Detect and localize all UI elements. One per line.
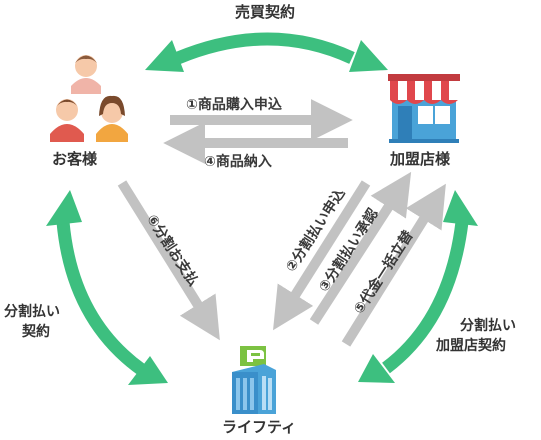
sales-contract-arrow xyxy=(145,32,388,72)
lifety-label: ライフティ xyxy=(222,418,297,436)
customer-icon xyxy=(50,55,128,142)
installment-contract-line-2: 契約 xyxy=(22,324,50,340)
flow-label-1: ①商品購入申込 xyxy=(186,97,282,113)
store-label: 加盟店様 xyxy=(390,150,451,168)
lifety-icon xyxy=(232,346,276,414)
installment-contract-label: 分割払い 契約 xyxy=(4,302,60,342)
customer-label: お客様 xyxy=(52,150,98,168)
flow-label-5-wrap: ⑤代金一括立替 xyxy=(318,228,448,317)
flow-arrow-2 xyxy=(273,180,371,331)
installment-contract-arrow xyxy=(46,190,168,385)
merchant-contract-line-2: 加盟店契約 xyxy=(436,338,506,354)
installment-contract-line-1: 分割払い xyxy=(4,304,60,320)
flow-arrow-6 xyxy=(117,180,220,341)
flow-arrow-5 xyxy=(341,183,446,347)
store-icon xyxy=(388,74,460,143)
flow-label-6-wrap: ⑥分割お支払 xyxy=(108,212,238,289)
flow-arrow-3 xyxy=(309,171,412,325)
sales-contract-label: 売買契約 xyxy=(235,3,296,21)
flow-label-4: ④商品納入 xyxy=(204,154,272,170)
merchant-contract-line-1: 分割払い xyxy=(460,318,516,334)
merchant-contract-label: 分割払い 加盟店契約 xyxy=(436,316,516,356)
merchant-contract-arrow xyxy=(358,190,478,383)
